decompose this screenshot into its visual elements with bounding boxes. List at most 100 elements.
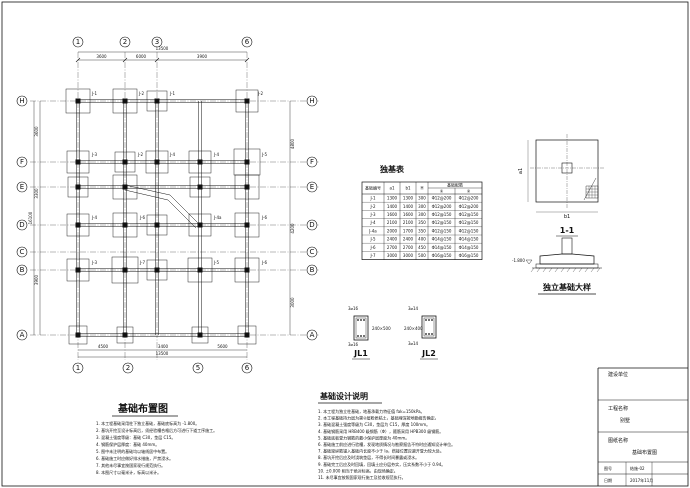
axis-bubble-left	[16, 246, 28, 258]
axis-label-top: 2	[123, 38, 127, 46]
footing-column	[244, 98, 250, 104]
schedule-cell: J-1	[369, 196, 375, 201]
design-notes-title: 基础设计说明	[319, 391, 368, 401]
bottom-dim-text: 4500	[98, 344, 109, 349]
bottom-dim-text: 5600	[217, 344, 228, 349]
footing-column	[75, 222, 81, 228]
tb-number-value: 结施-02	[630, 465, 645, 471]
axis-label-right: B	[310, 266, 315, 274]
ground-beam	[76, 101, 80, 335]
axis-bubble-bottom	[192, 362, 204, 374]
tb-drawing-label: 图纸名称	[608, 437, 628, 444]
right-dim-text: 4800	[290, 138, 295, 149]
tb-project-label: 工程名称	[608, 405, 628, 412]
axis-label-bottom: 5	[196, 364, 200, 372]
footing-column	[244, 267, 250, 273]
footing-label: J-7	[139, 260, 145, 265]
footing-column	[122, 159, 128, 165]
footing-outline	[188, 213, 212, 237]
footing-column	[75, 98, 81, 104]
bottom-total-text: 13500	[156, 351, 169, 356]
footing-outline	[234, 212, 260, 238]
plan-title: 基础布置图	[117, 402, 168, 415]
footing-label: J-3	[91, 260, 97, 265]
schedule-cell: Φ12@200	[459, 204, 479, 209]
axis-bubble-left	[16, 329, 28, 341]
tb-project-value: 别墅	[620, 417, 630, 424]
footing-label: J-2	[137, 152, 143, 157]
design-note-line: 9. 基础完工后应及时回填，回填土应分层夯实，压实系数不小于 0.94。	[318, 461, 445, 467]
design-note-line: 8. 基坑开挖后应及时浇筑垫层，不得长时间暴露或浸水。	[318, 454, 419, 460]
footing-outline	[66, 213, 90, 237]
schedule-cell: 1400	[403, 204, 414, 209]
section-bedding	[535, 263, 599, 269]
axis-bubble-top	[151, 36, 163, 48]
plan-note-line: 3. 混凝土强度等级：基础 C30，垫层 C15。	[96, 434, 175, 440]
footing-label: J-6	[261, 215, 267, 220]
axis-label-bottom: 1	[76, 364, 80, 372]
jl2-label: JL2	[421, 349, 436, 358]
footing-label: J-6	[261, 260, 267, 265]
dim-tick	[154, 57, 160, 63]
axis-bubble-top	[241, 36, 253, 48]
footing-column	[122, 332, 128, 338]
axis-bubble-right	[306, 181, 318, 193]
footing-label: J-4	[213, 152, 219, 157]
schedule-cell: 450	[418, 245, 426, 250]
axis-label-right: A	[310, 331, 315, 339]
schedule-subheader: ①	[440, 189, 444, 194]
beam-jl1: 3⌀16 240×500 3⌀16 JL1	[348, 306, 391, 360]
footing-outline	[66, 150, 90, 174]
schedule-cell: 2100	[387, 220, 398, 225]
schedule-title: 独基表	[379, 164, 405, 174]
schedule-cell: 2000	[387, 228, 398, 233]
axis-bubble-right	[306, 95, 318, 107]
ground-beam	[78, 99, 247, 103]
schedule-cell: Φ12@150	[459, 212, 479, 217]
axis-label-right: H	[309, 97, 314, 105]
schedule-cell: Φ14@150	[432, 237, 452, 242]
footing-column	[75, 184, 81, 190]
stair-line	[124, 184, 201, 226]
footing-outline	[188, 150, 212, 174]
footing-outline	[66, 258, 90, 282]
plan-note-line: 2. 基坑开挖至设计标高后，须经验槽合格后方可进行下道工序施工。	[96, 427, 217, 433]
plan-note-line: 8. 本图尺寸以毫米计，标高以米计。	[96, 469, 161, 475]
plan-note-line: 1. 本工程基础采用柱下独立基础，基础底标高为 -1.800。	[96, 420, 199, 426]
footing-column	[197, 332, 203, 338]
footing-column	[122, 184, 128, 190]
jl1-bottom-bars: 3⌀16	[348, 342, 358, 347]
schedule-cell: 1400	[387, 204, 398, 209]
footing-column	[154, 159, 160, 165]
schedule-cell: 3000	[403, 253, 414, 258]
axis-label-top: 6	[245, 38, 250, 46]
axis-bubble-right	[306, 246, 318, 258]
schedule-cell: 2400	[387, 237, 398, 242]
ground-beam	[245, 101, 249, 335]
jl1-section	[353, 315, 369, 341]
design-note-line: 4. 基础钢筋采用 HRB400 级钢筋（Φ），箍筋采用 HPB300 级钢筋。	[318, 428, 443, 434]
footing-label: J-1	[91, 91, 97, 96]
jl2-dims: 240×400	[404, 326, 423, 331]
footing-outline	[234, 174, 260, 200]
schedule-cell: 300	[418, 204, 426, 209]
footing-label: J-4	[91, 215, 97, 220]
axis-label-bottom: 2	[126, 364, 130, 372]
footing-label: J-5	[261, 152, 267, 157]
axis-bubble-left	[16, 219, 28, 231]
ground-beam	[78, 223, 247, 227]
axis-bubble-left	[16, 156, 28, 168]
axis-bubble-right	[306, 264, 318, 276]
tb-number-label: 图号	[604, 465, 612, 471]
schedule-cell: Φ12@150	[432, 212, 452, 217]
left-dim-text: 3300	[34, 188, 39, 199]
plan-note-line: 7. 其他未尽事宜按国家现行规范执行。	[96, 462, 165, 468]
footing-outline	[146, 214, 168, 236]
schedule-cell: 1700	[403, 228, 414, 233]
dim-tick	[122, 57, 128, 63]
right-dim-text: 4200	[290, 223, 295, 234]
ground-beam	[78, 160, 247, 164]
footing-column	[244, 184, 250, 190]
